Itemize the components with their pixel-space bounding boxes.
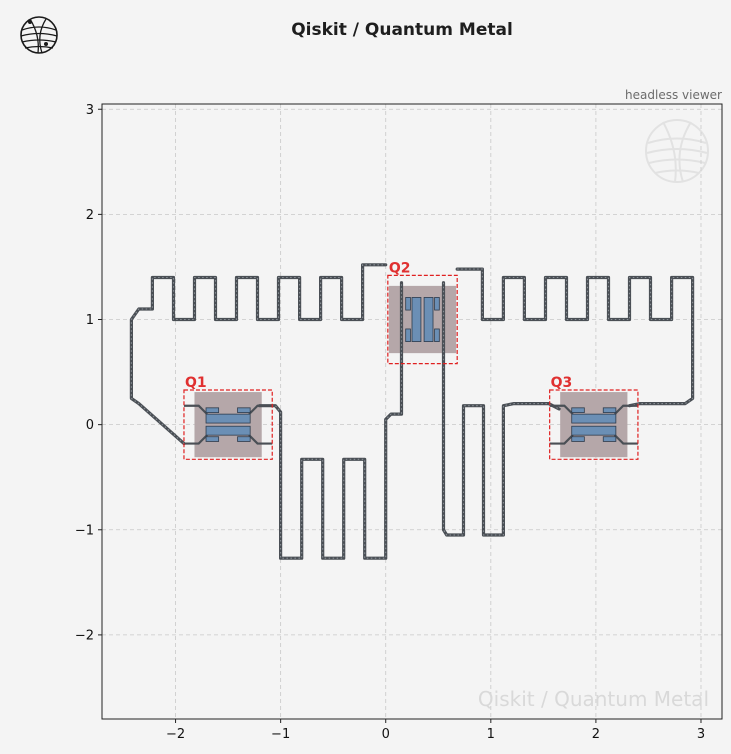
qubit-coupler-pad — [602, 407, 617, 413]
qubit-coupler-pad — [434, 297, 440, 311]
qubit-pad-bottom — [571, 425, 617, 436]
qubit-label: Q2 — [389, 260, 411, 276]
qubit-bounding-box — [183, 389, 273, 460]
qubit-connector — [549, 404, 574, 415]
y-tick-label: 2 — [86, 208, 94, 223]
qubit-label: Q3 — [551, 375, 573, 391]
qubit-coupler-pad — [602, 436, 617, 442]
qubit-pockets — [194, 285, 628, 458]
x-tick-label: 1 — [487, 727, 495, 742]
viewer-label: headless viewer — [625, 88, 722, 102]
qubit-connector — [248, 404, 273, 415]
qubit-boxes — [183, 274, 639, 460]
qubit-pocket — [560, 392, 628, 458]
watermark: Qiskit / Quantum Metal — [478, 119, 709, 711]
x-tick-label: 2 — [592, 727, 600, 742]
cpw-route — [455, 267, 695, 408]
qubit-bounding-box — [387, 274, 458, 365]
plot-frame — [101, 103, 723, 720]
qubit-label: Q1 — [185, 375, 207, 391]
qiskit-globe-icon — [20, 16, 58, 54]
qubit-pads — [183, 297, 638, 445]
qubit-connector — [549, 434, 574, 445]
qubit-coupler-pad — [205, 436, 220, 442]
qubit-pad-bottom — [205, 425, 251, 436]
qubit-pad-left — [411, 297, 422, 342]
axis-ticks: −2 −1 0 1 2 3 −2 −1 0 1 2 3 — [75, 103, 705, 742]
cpw-route-center — [457, 268, 694, 407]
qubit-connector — [614, 434, 638, 445]
qubit-pocket — [388, 285, 457, 354]
qubit-connector — [614, 404, 638, 415]
cpw-route-center — [442, 282, 560, 536]
qubit-pad-right — [423, 297, 434, 342]
qubit-coupler-pad — [571, 407, 585, 413]
cpw-route-center — [130, 264, 386, 445]
qubit-coupler-pad — [205, 407, 220, 413]
y-tick-label: −1 — [75, 523, 94, 538]
qubit-connector — [183, 404, 208, 415]
qubit-coupler-pad — [237, 407, 251, 413]
cpw-routes — [129, 263, 695, 560]
qubit-pad-top — [571, 413, 617, 424]
x-tick-label: 3 — [697, 727, 705, 742]
qubit-pocket — [194, 392, 262, 458]
cpw-route-center — [259, 282, 403, 559]
qubit-coupler-pad — [237, 436, 251, 442]
watermark-text: Qiskit / Quantum Metal — [478, 687, 709, 711]
x-tick-label: −1 — [271, 727, 290, 742]
y-tick-label: 1 — [86, 313, 94, 328]
x-tick-label: 0 — [382, 727, 390, 742]
y-tick-label: −2 — [75, 628, 94, 643]
qubit-coupler-pad — [405, 328, 411, 342]
qubit-coupler-pad — [571, 436, 585, 442]
qubit-bounding-box — [549, 389, 639, 460]
page-title: Qiskit / Quantum Metal — [291, 20, 513, 40]
qubit-connector — [183, 434, 208, 445]
y-tick-label: 3 — [86, 103, 94, 118]
y-tick-label: 0 — [86, 418, 94, 433]
qubit-coupler-pad — [434, 328, 440, 342]
qubit-connector — [248, 434, 273, 445]
qubit-pad-top — [205, 413, 251, 424]
watermark-globe-icon — [645, 119, 709, 183]
qubit-coupler-pad — [405, 297, 411, 311]
x-tick-label: −2 — [166, 727, 185, 742]
